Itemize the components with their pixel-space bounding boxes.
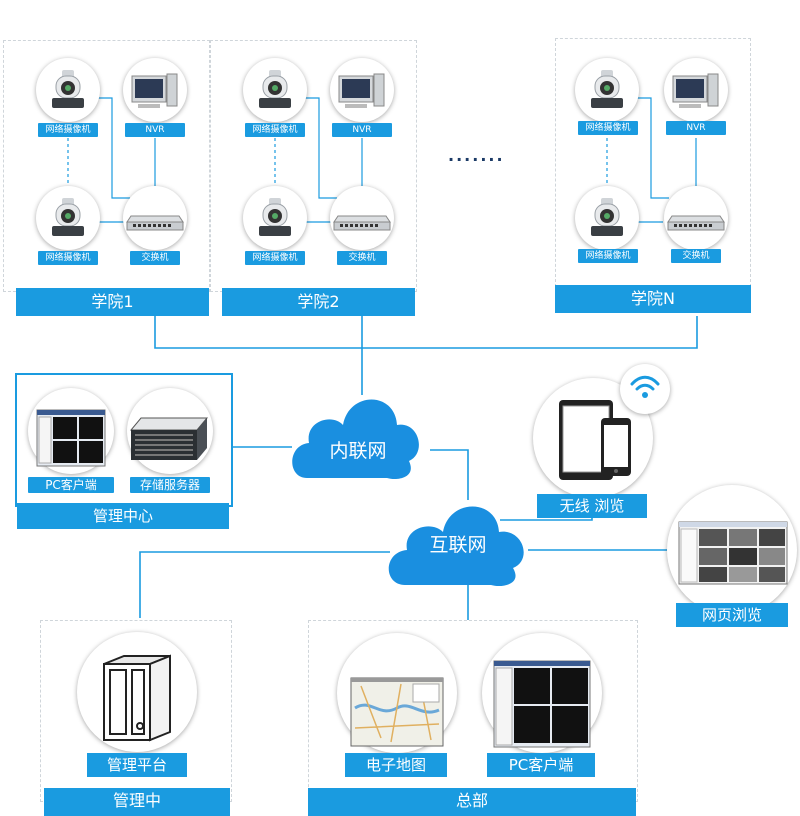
college-n-band: 学院N [555,285,751,313]
nvr-label: NVR [666,121,726,135]
storage-server-label: 存储服务器 [130,477,210,493]
camera-icon [591,198,623,236]
nvr-icon [672,73,719,108]
server-cabinet-icon [103,654,171,742]
internet-cloud-icon [388,506,524,587]
e-map-label: 电子地图 [345,753,447,777]
switch-icon [126,215,184,231]
camera-icon [591,70,623,108]
bottom-left-band: 管理中 [44,788,230,816]
wifi-circle [620,364,670,414]
web-browse-label: 网页浏览 [676,603,788,627]
wireless-label: 无线 浏览 [537,494,647,518]
management-platform-label: 管理平台 [87,753,187,777]
camera-label: 网络摄像机 [578,121,638,135]
switch-icon [667,215,725,231]
nvr-icon [131,73,178,108]
camera-label: 网络摄像机 [38,251,98,265]
wifi-icon [630,375,660,398]
camera-label: 网络摄像机 [245,123,305,137]
camera-icon [52,198,84,236]
pc-client-label: PC客户端 [28,477,114,493]
nvr-label: NVR [332,123,392,137]
nvr-label: NVR [125,123,185,137]
e-map-screen-icon [350,677,444,747]
bottom-right-band: 总部 [308,788,636,816]
college-1-band: 学院1 [16,288,209,316]
switch-label: 交换机 [130,251,180,265]
camera-label: 网络摄像机 [245,251,305,265]
camera-icon [52,70,84,108]
camera-label: 网络摄像机 [578,249,638,263]
nvr-icon [338,73,385,108]
web-browser-screen-icon [678,521,788,585]
switch-icon [333,215,391,231]
ellipsis: ······· [448,150,505,169]
camera-label: 网络摄像机 [38,123,98,137]
internet-label: 互联网 [429,534,487,556]
pc-client-screen-icon [36,409,106,467]
switch-label: 交换机 [337,251,387,265]
intranet-label: 内联网 [329,440,387,462]
camera-icon [259,70,291,108]
hq-pc-client-label: PC客户端 [487,753,595,777]
switch-label: 交换机 [671,249,721,263]
college-2-band: 学院2 [222,288,415,316]
storage-server-icon [129,417,209,460]
hq-pc-client-screen-icon [493,660,591,748]
management-center-title: 管理中心 [17,503,229,529]
camera-icon [259,198,291,236]
intranet-cloud-icon [292,399,419,480]
tablet-phone-icon [559,400,631,480]
